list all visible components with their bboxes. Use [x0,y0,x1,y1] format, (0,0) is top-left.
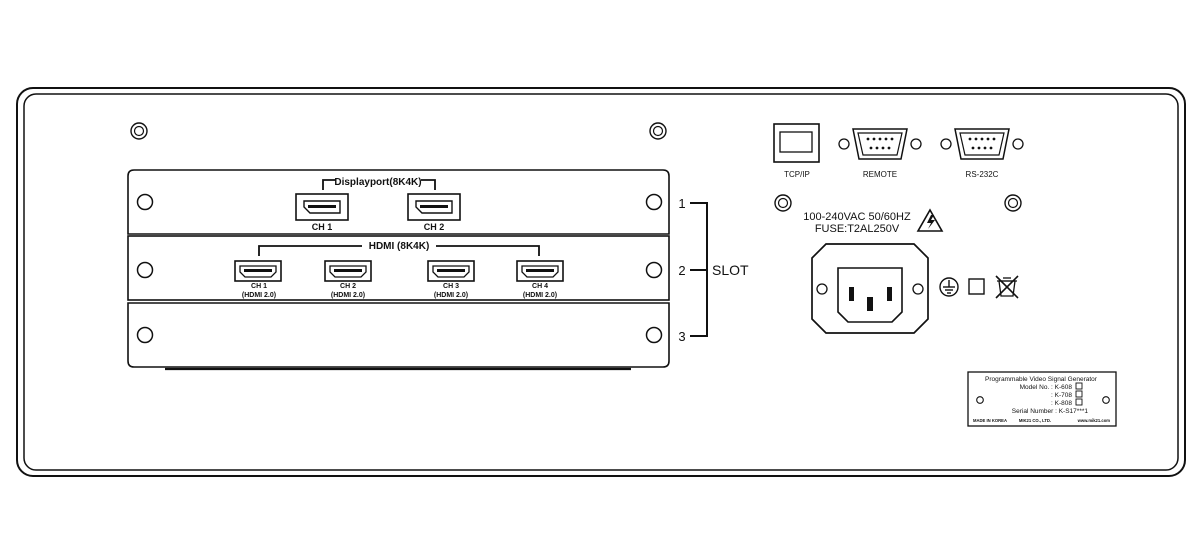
slot-number-2: 2 [678,263,685,278]
slot-2-ch3-label: CH 3 [443,283,459,290]
slot-2-ch4-sub: (HDMI 2.0) [523,292,557,299]
double-insulation-icon [968,278,985,295]
slot-2-right-screw-icon [645,261,663,279]
nameplate-model-k808: : K-808 [1051,400,1072,407]
slot-2-ch2-sub: (HDMI 2.0) [331,292,365,299]
nameplate-made-in: MADE IN KOREA [973,418,1007,423]
slot-label: SLOT [712,262,749,278]
slot-number-3: 3 [678,329,685,344]
slot-3-card [127,302,670,371]
nameplate: Programmable Video Signal Generator Mode… [967,371,1117,427]
tcpip-port[interactable]: TCP/IP [773,123,820,179]
slot-2-title: HDMI (8K4K) [369,241,430,252]
slot-3-left-screw-icon [136,326,154,344]
ground-symbol-icon [939,277,959,297]
top-center-screw-icon [649,122,667,140]
slot-2-ch3-hdmi-icon[interactable] [427,260,475,282]
nameplate-model-k608: Model No. : K-608 [1020,384,1073,391]
nameplate-model-k708: : K-708 [1051,392,1072,399]
slot-2-ch3-sub: (HDMI 2.0) [434,292,468,299]
slot-1-ch1-label: CH 1 [312,222,333,232]
slot-2-card: HDMI (8K4K) CH 1 (HDMI 2.0) CH 2 (HDMI 2… [127,235,670,301]
remote-label: REMOTE [863,170,897,179]
slot-2-ch4-label: CH 4 [532,283,548,290]
slot-number-1: 1 [678,196,685,211]
nameplate-product: Programmable Video Signal Generator [985,376,1098,383]
power-voltage-text: 100-240VAC 50/60HZ [803,211,911,223]
slot-2-ch1-hdmi-icon[interactable] [234,260,282,282]
slot-1-card: Displayport(8K4K) CH 1 CH 2 [127,169,670,235]
slot-2-ch1-sub: (HDMI 2.0) [242,292,276,299]
slot-2-ch4-hdmi-icon[interactable] [516,260,564,282]
slot-2-ch2-label: CH 2 [340,283,356,290]
slot-1-left-screw-icon [136,193,154,211]
power-right-screw-icon [1004,194,1022,212]
slot-2-ch2-hdmi-icon[interactable] [324,260,372,282]
nameplate-website: www.mik21.com [1077,418,1111,423]
top-left-screw-icon [130,122,148,140]
slot-3-right-screw-icon [645,326,663,344]
nameplate-company: MIK21 CO., LTD. [1019,418,1051,423]
power-left-screw-icon [774,194,792,212]
rs232c-label: RS-232C [966,170,999,179]
slot-1-ch2-displayport-icon[interactable] [407,193,461,221]
slot-1-title: Displayport(8K4K) [334,177,421,188]
slot-2-left-screw-icon [136,261,154,279]
power-inlet-socket[interactable] [811,243,929,334]
slot-2-ch1-label: CH 1 [251,283,267,290]
slot-1-right-screw-icon [645,193,663,211]
power-fuse-text: FUSE:T2AL250V [815,223,900,235]
weee-crossed-bin-icon [995,275,1019,299]
nameplate-serial: Serial Number : K-S17***1 [1012,408,1089,415]
slot-1-ch2-label: CH 2 [424,222,445,232]
slot-index: 1 2 3 SLOT [678,196,749,344]
slot-1-ch1-displayport-icon[interactable] [295,193,349,221]
high-voltage-warning-icon [916,208,944,232]
tcpip-label: TCP/IP [784,170,810,179]
